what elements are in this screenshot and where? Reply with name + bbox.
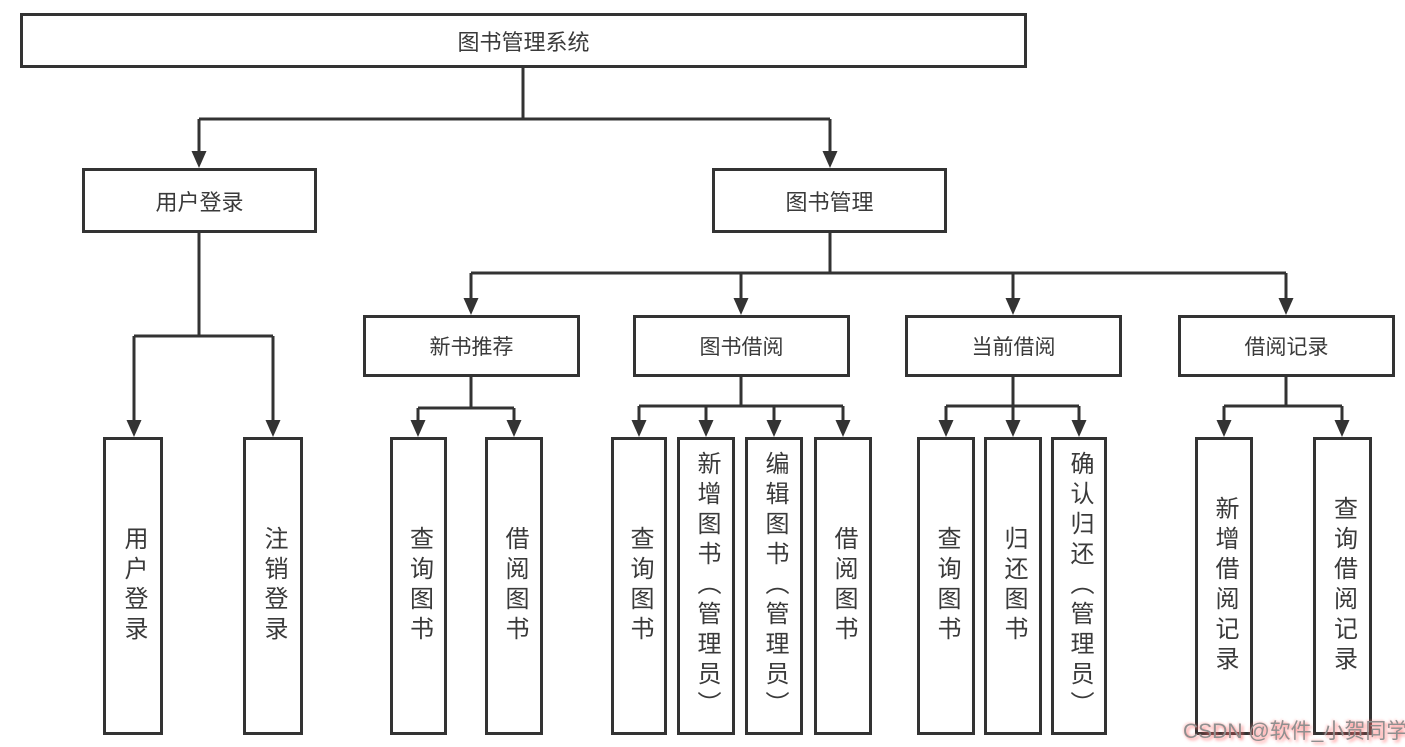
node-new-book-recommend-label: 新书推荐 — [429, 336, 514, 359]
node-book-borrow: 图书借阅 — [633, 315, 850, 377]
leaf-query-book-3-label: 查询图书 — [933, 526, 960, 646]
leaf-add-book-admin: 新增图书（管理员） — [677, 437, 735, 735]
node-book-borrow-label: 图书借阅 — [699, 336, 784, 359]
leaf-borrow-book-2-label: 借阅图书 — [830, 526, 857, 646]
leaf-borrow-book-2: 借阅图书 — [814, 437, 872, 735]
leaf-query-book-1-label: 查询图书 — [405, 526, 433, 646]
node-current-borrow: 当前借阅 — [905, 315, 1122, 377]
arrowhead-icon — [463, 298, 479, 315]
leaf-query-borrow-record: 查询借阅记录 — [1313, 437, 1372, 735]
arrowhead-icons — [126, 151, 1350, 437]
node-user-login-label: 用户登录 — [155, 189, 244, 215]
leaf-user-login-label: 用户登录 — [120, 526, 147, 646]
leaf-borrow-book-1: 借阅图书 — [485, 437, 543, 735]
arrowhead-icon — [410, 420, 426, 437]
arrowhead-icon — [1216, 420, 1232, 437]
leaf-query-book-3: 查询图书 — [917, 437, 975, 735]
leaf-edit-book-admin-label: 编辑图书（管理员） — [761, 451, 788, 721]
arrowhead-icon — [631, 420, 647, 437]
node-book-management: 图书管理 — [712, 168, 947, 233]
node-new-book-recommend: 新书推荐 — [363, 315, 580, 377]
node-user-login: 用户登录 — [82, 168, 317, 233]
arrowhead-icon — [1278, 298, 1294, 315]
leaf-return-book: 归还图书 — [984, 437, 1042, 735]
leaf-query-book-2-label: 查询图书 — [626, 526, 653, 646]
arrowhead-icon — [265, 420, 281, 437]
arrowhead-icon — [733, 298, 749, 315]
node-current-borrow-label: 当前借阅 — [971, 336, 1056, 359]
arrowhead-icon — [698, 420, 714, 437]
leaf-add-book-admin-label: 新增图书（管理员） — [693, 451, 720, 721]
arrowhead-icon — [1005, 420, 1021, 437]
leaf-borrow-book-1-label: 借阅图书 — [501, 526, 528, 646]
leaf-edit-book-admin: 编辑图书（管理员） — [745, 437, 803, 735]
arrowhead-icon — [938, 420, 954, 437]
leaf-query-borrow-record-label: 查询借阅记录 — [1329, 496, 1357, 676]
leaf-add-borrow-record-label: 新增借阅记录 — [1211, 496, 1238, 676]
leaf-query-book-1: 查询图书 — [390, 437, 447, 735]
node-borrow-records-label: 借阅记录 — [1244, 336, 1329, 359]
arrowhead-icon — [835, 420, 851, 437]
leaf-user-login: 用户登录 — [103, 437, 163, 735]
leaf-confirm-return-admin-label: 确认归还（管理员） — [1066, 451, 1093, 721]
connector-stems — [132, 68, 1344, 422]
leaf-confirm-return-admin: 确认归还（管理员） — [1051, 437, 1107, 735]
arrowhead-icon — [822, 151, 838, 168]
arrowhead-icon — [126, 420, 142, 437]
node-borrow-records: 借阅记录 — [1178, 315, 1395, 377]
leaf-logout: 注销登录 — [243, 437, 303, 735]
arrowhead-icon — [506, 420, 522, 437]
leaf-query-book-2: 查询图书 — [611, 437, 667, 735]
leaf-return-book-label: 归还图书 — [1000, 526, 1027, 646]
arrowhead-icon — [1334, 420, 1350, 437]
arrowhead-icon — [191, 151, 207, 168]
node-book-management-label: 图书管理 — [785, 189, 874, 215]
leaf-add-borrow-record: 新增借阅记录 — [1195, 437, 1253, 735]
node-library-system-label: 图书管理系统 — [457, 29, 590, 55]
arrowhead-icon — [1071, 420, 1087, 437]
leaf-logout-label: 注销登录 — [260, 526, 287, 646]
arrowhead-icon — [766, 420, 782, 437]
node-library-system: 图书管理系统 — [20, 13, 1027, 68]
arrowhead-icon — [1005, 298, 1021, 315]
